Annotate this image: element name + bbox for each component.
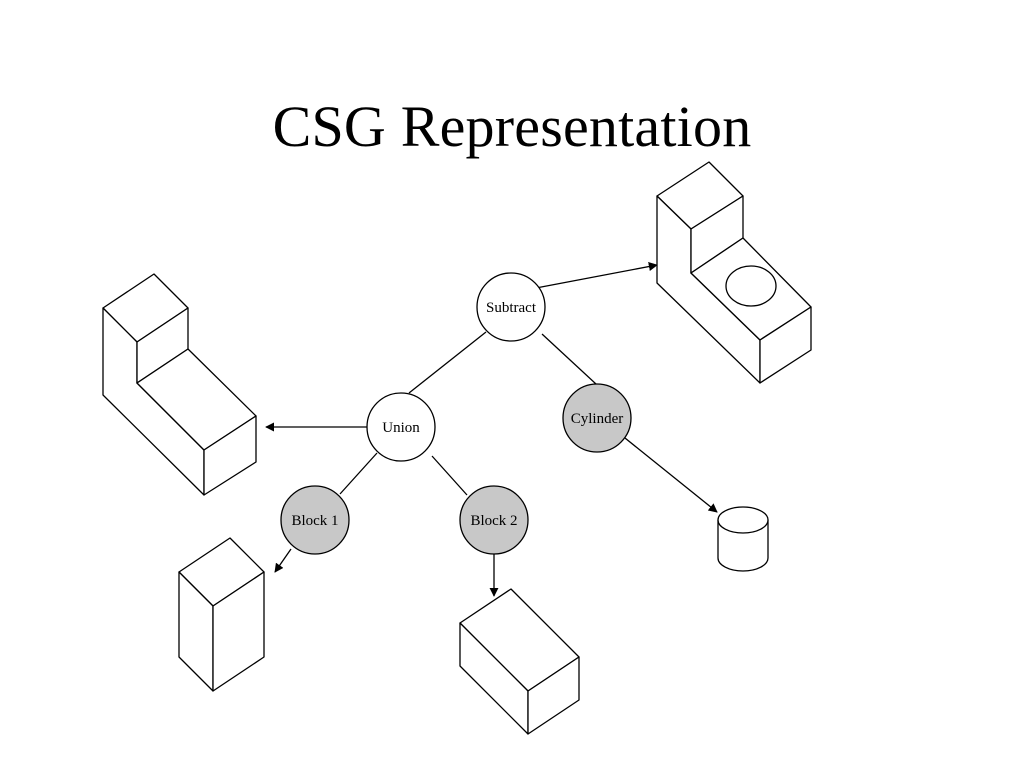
result-arrows: [265, 262, 718, 597]
final-part-shape: [656, 161, 812, 384]
union-result-shape: [102, 273, 257, 496]
final-part-right-side: [759, 306, 812, 384]
edge-union-block1: [339, 452, 378, 495]
node-block2-circle: [459, 485, 529, 555]
edge-union-block2: [431, 455, 468, 496]
block2-side: [527, 656, 580, 735]
cylinder-shape: [717, 506, 769, 572]
node-union: Union: [366, 392, 436, 462]
block2-shape: [459, 588, 580, 735]
node-union-label: Union: [382, 420, 420, 436]
block1-shape: [178, 537, 265, 692]
block1-side: [212, 571, 265, 692]
node-block2-label: Block 2: [470, 513, 517, 529]
node-block1: Block 1: [280, 485, 350, 555]
node-cylinder-label: Cylinder: [571, 411, 624, 427]
cylinder-top: [717, 506, 769, 534]
arrow-subtract-to-final-part: [535, 262, 658, 289]
cylinder-body: [717, 519, 769, 572]
tree-edges: [339, 331, 597, 496]
arrow-block1-to-block1-shape: [274, 548, 292, 573]
union-result-right-side: [203, 415, 257, 496]
node-block1-circle: [280, 485, 350, 555]
node-block1-label: Block 1: [291, 513, 338, 529]
node-cylinder: Cylinder: [562, 383, 632, 453]
node-subtract-circle: [476, 272, 546, 342]
edge-subtract-cylinder: [541, 333, 597, 385]
node-subtract-label: Subtract: [486, 300, 537, 316]
node-cylinder-circle: [562, 383, 632, 453]
node-subtract: Subtract: [476, 272, 546, 342]
node-union-circle: [366, 392, 436, 462]
edge-subtract-union: [408, 331, 487, 394]
final-part-hole: [725, 265, 777, 307]
arrow-cylinder-to-cylinder-shape: [619, 433, 718, 513]
node-block2: Block 2: [459, 485, 529, 555]
slide-title: CSG Representation: [272, 94, 752, 159]
